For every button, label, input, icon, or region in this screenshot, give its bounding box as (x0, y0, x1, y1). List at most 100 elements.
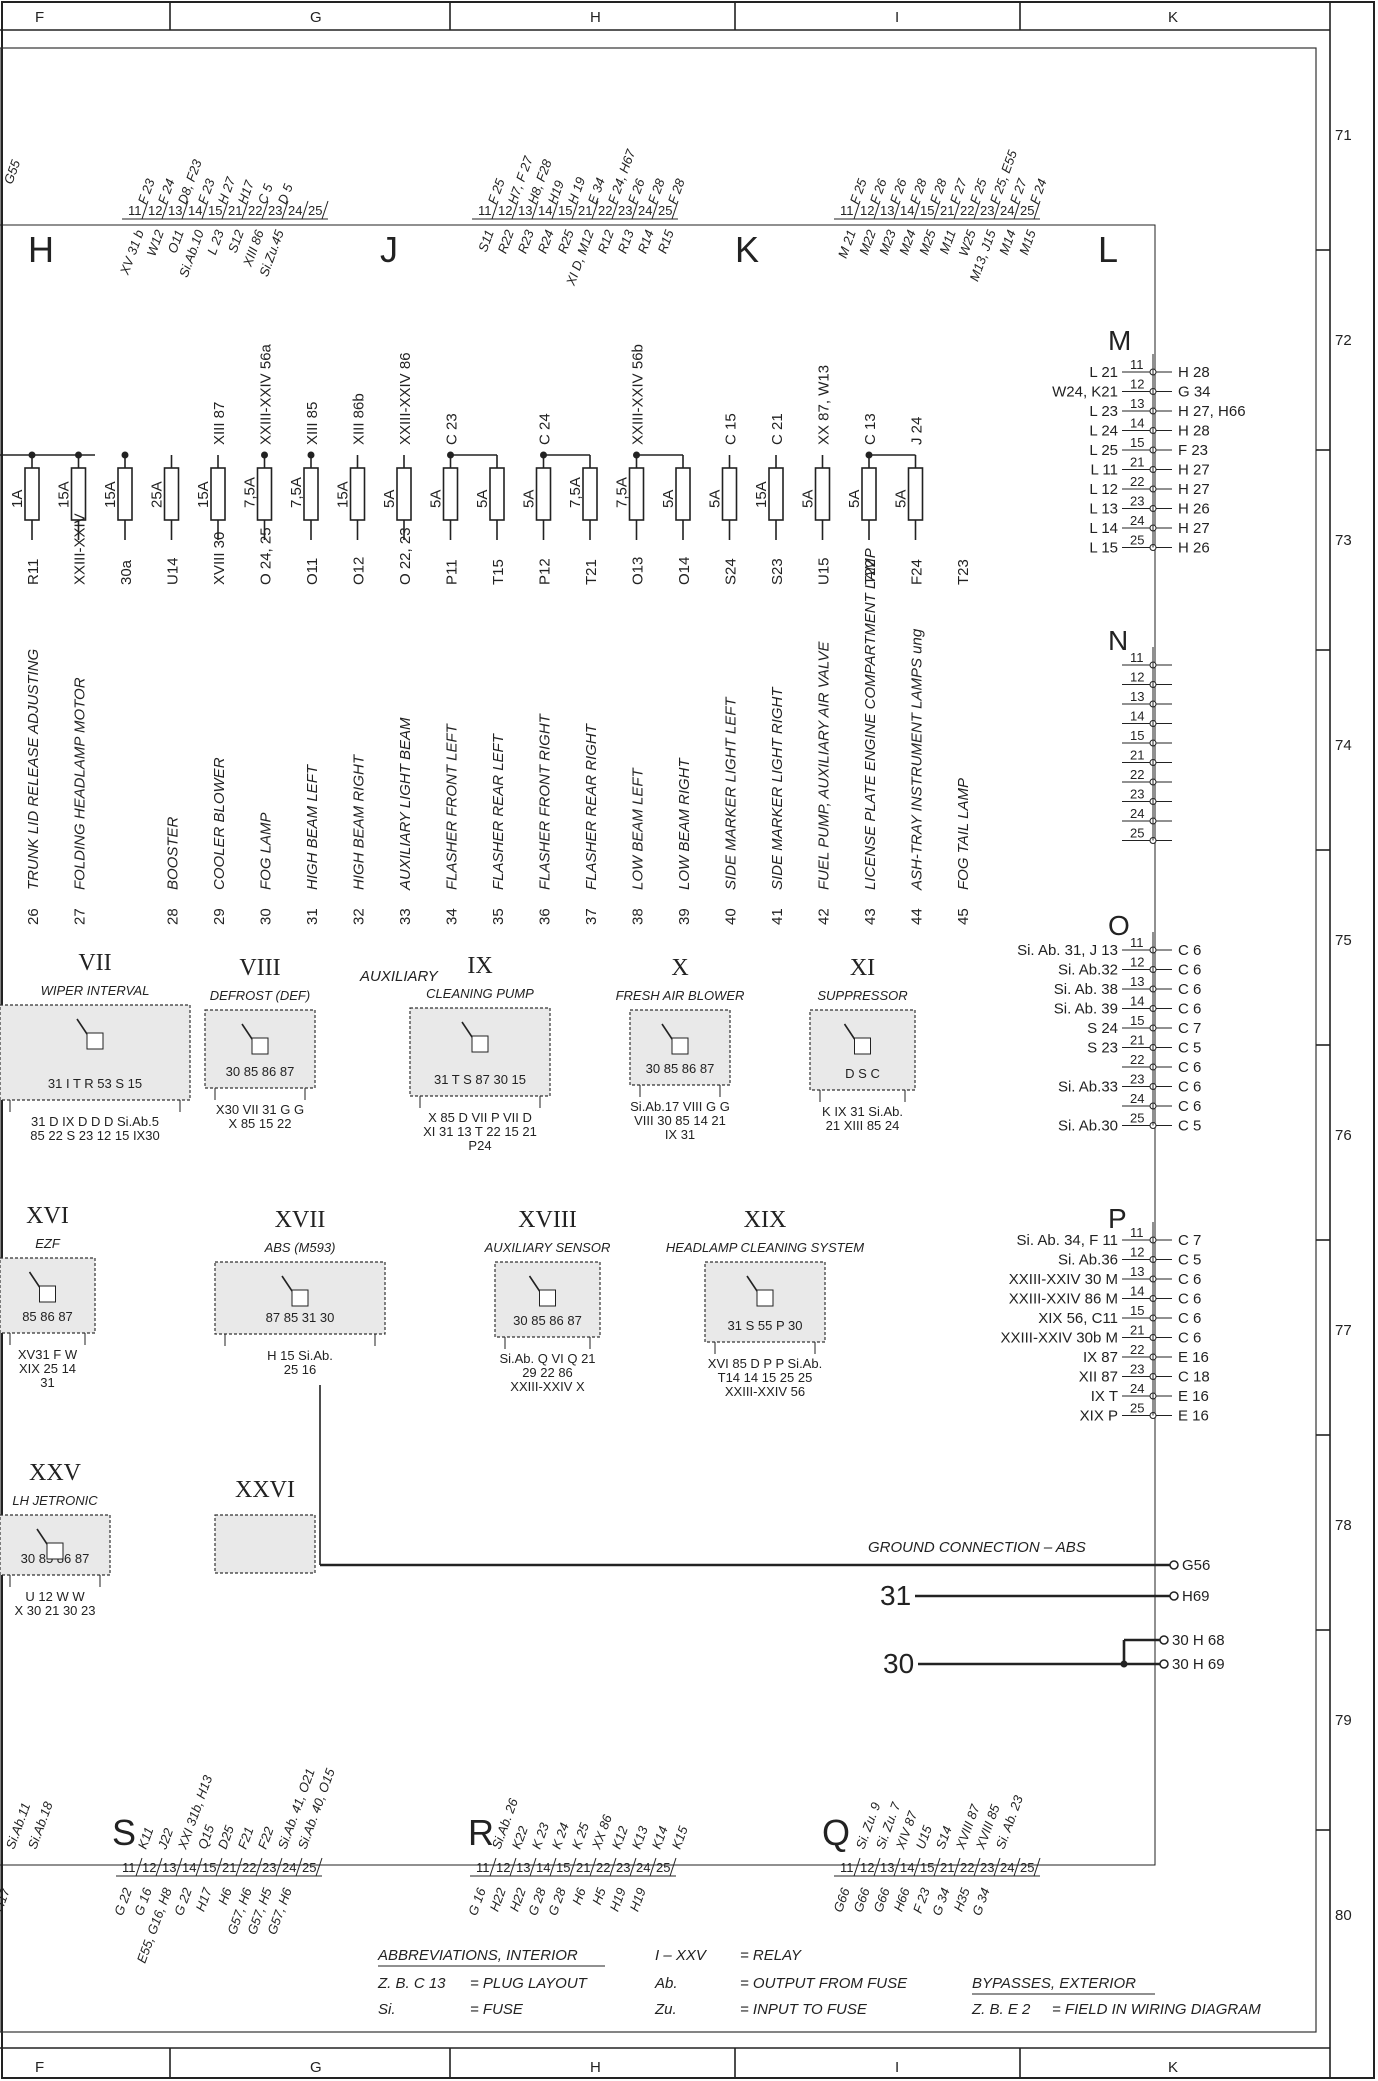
conn-pin: 22 (1130, 1342, 1144, 1357)
pin-slash (933, 1857, 941, 1877)
conn-pin: 23 (1130, 1362, 1144, 1377)
pin-number: 15 (202, 1860, 216, 1875)
pin-slash (531, 200, 539, 220)
pin-slash (529, 1857, 537, 1877)
svg-text:G56: G56 (1182, 1557, 1210, 1574)
fuse-bottom-wire: XVIII 30 (211, 532, 228, 585)
pin-number: 14 (182, 1860, 196, 1875)
pin-number: 24 (282, 1860, 296, 1875)
pin-slash (235, 1857, 243, 1877)
bottom-top-label: U15 (913, 1823, 936, 1851)
conn-right-label: E 16 (1178, 1408, 1209, 1425)
svg-text:I: I (895, 9, 899, 26)
conn-pin: 23 (1130, 1072, 1144, 1087)
fuse-bottom-wire: U14 (165, 557, 182, 585)
pin-number: 24 (1000, 1860, 1014, 1875)
relay-wires: 31 D IX D D D Si.Ab.5 (31, 1114, 159, 1129)
fuse-bottom-wire: XXIII-XXIV (72, 513, 89, 585)
relay-coil (86, 1032, 104, 1050)
bottom-top-label: Si. Ab. 23 (993, 1793, 1026, 1851)
conn-pin: 12 (1130, 955, 1144, 970)
pin-number: 23 (616, 1860, 630, 1875)
conn-pin: 24 (1130, 1381, 1144, 1396)
pin-number: 14 (900, 1860, 914, 1875)
row-labels: 71 72 73 74 75 76 77 78 79 80 (1335, 127, 1352, 1924)
conn-pin: 24 (1130, 513, 1144, 528)
pin-slash (201, 200, 209, 220)
pin-number: 13 (516, 1860, 530, 1875)
svg-text:K: K (735, 229, 759, 270)
pin-number: 24 (636, 1860, 650, 1875)
svg-text:Si.: Si. (378, 2001, 396, 2018)
fuse-description: LOW BEAM RIGHT (676, 756, 693, 890)
pin-slash (651, 200, 659, 220)
top-wire-label: D 5 (275, 181, 296, 206)
relay-title: AUXILIARY SENSOR (484, 1240, 611, 1255)
fuse-rating: 5A (893, 490, 910, 508)
relay-pins: 31 S 55 P 30 (728, 1318, 803, 1333)
pin-number: 11 (122, 1860, 136, 1875)
svg-text:= FIELD IN WIRING DIAGRAM: = FIELD IN WIRING DIAGRAM (1052, 2001, 1261, 2018)
fuse-bottom-wire: T23 (955, 559, 972, 585)
fuse-body (396, 467, 412, 521)
fuse-bottom-wire: P12 (537, 558, 554, 585)
relay-pins: 87 85 31 30 (266, 1310, 335, 1325)
pin-number: 12 (860, 1860, 874, 1875)
relay-number: VII (78, 950, 111, 976)
svg-text:R: R (468, 1812, 494, 1853)
svg-text:K: K (1168, 2059, 1178, 2076)
fuse-body (256, 467, 273, 521)
pin-number: 13 (518, 203, 532, 218)
bottom-top-label: K22 (509, 1823, 531, 1851)
pin-number: 25 (1020, 1860, 1034, 1875)
pin-number: 11 (478, 203, 492, 218)
conn-left-label: Si. Ab.30 (1058, 1118, 1118, 1135)
fuse-description: FOG TAIL LAMP (955, 778, 972, 890)
relay-title: ABS (M593) (264, 1240, 336, 1255)
pin-number: 21 (228, 203, 242, 218)
svg-text:78: 78 (1335, 1517, 1352, 1534)
sub-wire-label: M25 (916, 227, 939, 257)
fuse-number: 42 (816, 908, 833, 925)
pin-slash (973, 200, 981, 220)
bottom-top-label: S14 (933, 1824, 955, 1851)
fuse-bottom-wire: F24 (909, 559, 926, 585)
relay-pins: 30 85 86 87 (646, 1061, 715, 1076)
conn-right-label: H 27 (1178, 520, 1210, 537)
conn-right-label: E 16 (1178, 1388, 1209, 1405)
fuse-description: FUEL PUMP, AUXILIARY AIR VALVE (816, 641, 833, 890)
conn-pin: 24 (1130, 806, 1144, 821)
sub-wire-label: R23 (515, 227, 538, 255)
pin-slash (255, 1857, 263, 1877)
relay-number: XIX (744, 1207, 787, 1233)
pin-slash (261, 200, 269, 220)
conn-pin: 25 (1130, 1111, 1144, 1126)
fuse-number: 44 (909, 908, 926, 925)
relay-coil (756, 1289, 774, 1307)
fuse-bottom-wire: T22 (862, 559, 879, 585)
top-wire-label: C 5 (255, 181, 276, 206)
pin-slash (321, 200, 329, 220)
relay-number: XXVI (235, 1477, 295, 1503)
fuse-top-wire: C 23 (444, 413, 461, 445)
svg-text:= FUSE: = FUSE (470, 2001, 524, 2018)
fuse-top-wire: C 24 (537, 413, 554, 445)
bus-joint (28, 451, 36, 459)
fuse-number: 26 (25, 908, 42, 925)
terminal-30: 30 (883, 1648, 914, 1679)
bottom-sub-label: G 34 (969, 1886, 993, 1918)
fuse-description: HIGH BEAM RIGHT (351, 753, 368, 890)
pin-slash (571, 200, 579, 220)
fuse-number: 43 (862, 908, 879, 925)
pin-slash (491, 200, 499, 220)
pin-slash (181, 200, 189, 220)
relay-wires: 31 (40, 1375, 54, 1390)
fuse-number: 34 (444, 908, 461, 925)
bus-joint (121, 451, 129, 459)
